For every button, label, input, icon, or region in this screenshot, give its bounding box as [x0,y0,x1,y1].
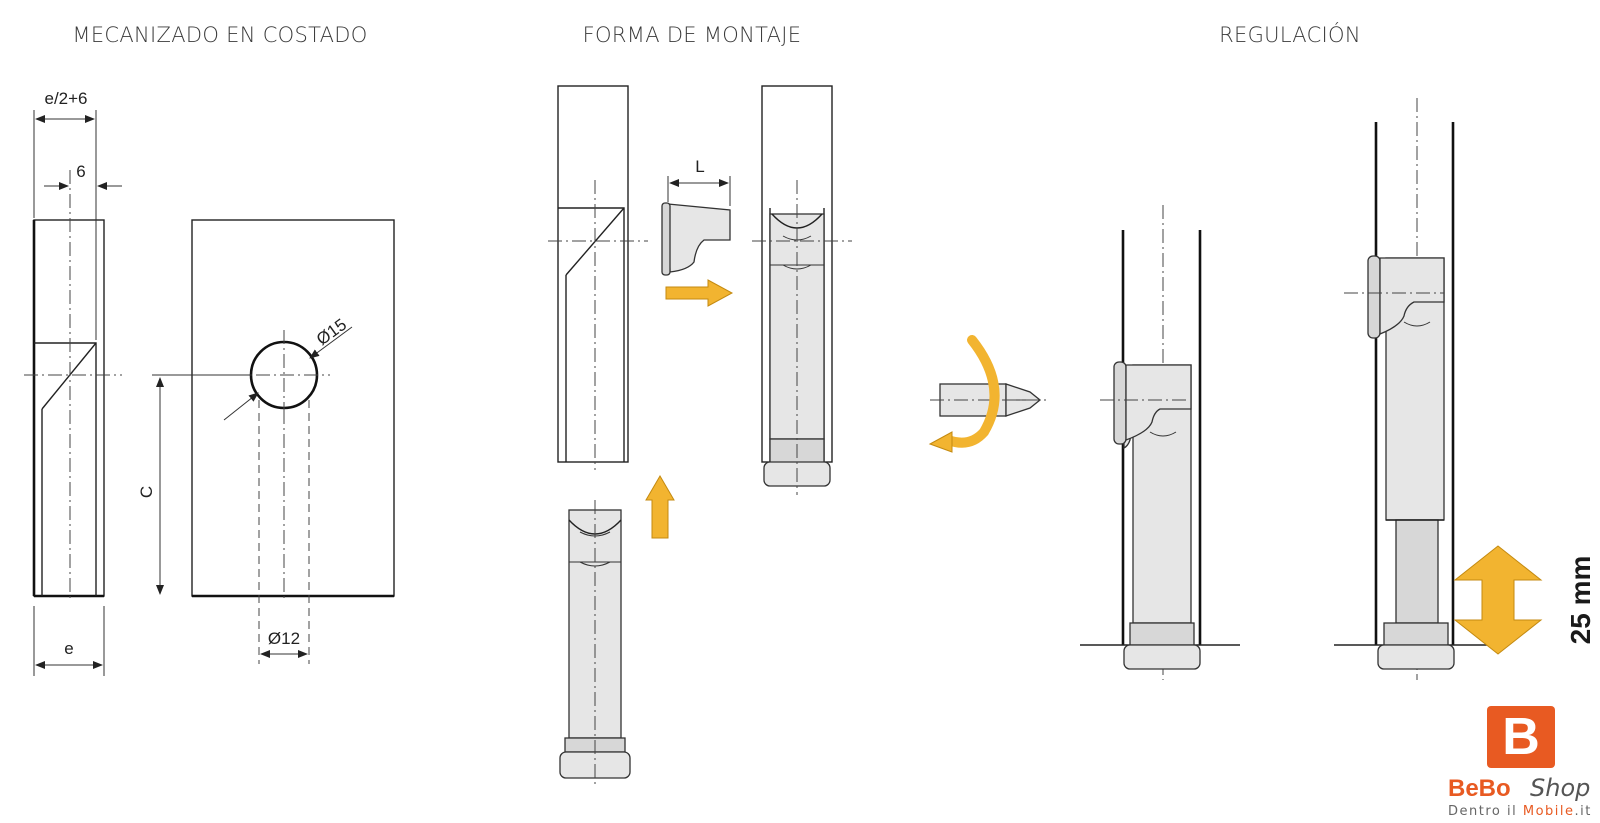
side-panel-front-view: Ø15 C Ø12 [137,219,395,664]
title-machining: MECANIZADO EN COSTADO [72,23,367,47]
title-mounting: FORMA DE MONTAJE [583,23,802,47]
leveling-foot-loose [559,500,631,785]
exposed-threaded-rod [1395,519,1439,624]
adjust-panel-low [1080,205,1240,680]
bebo-logo-box [1487,706,1555,768]
screwdriver-icon [928,335,1046,453]
brand-name-shop: Shop [1530,774,1590,802]
dim-e: e [64,639,73,658]
dim-half-e-plus-6: e/2+6 [44,89,87,108]
dim-hole-diameter: Ø15 [313,315,350,349]
dim-six: 6 [76,162,85,181]
title-adjustment: REGULACIÓN [1219,22,1361,47]
dim-c: C [137,486,156,498]
brand-name-bebo: BeBo [1448,775,1511,802]
bebo-logo-letter: B [1502,708,1540,766]
bebo-shop-logo: B BeBo Shop Dentro il Mobile.it [1448,706,1592,819]
arrow-up-down-adjust: 25 mm [1453,545,1596,655]
tagline-part3: .it [1575,804,1592,819]
cam-fitting: L [661,157,731,276]
dim-stroke: 25 mm [1565,556,1596,645]
mount-panel-assembled [752,85,852,495]
adjust-panel-raised [1334,98,1494,680]
svg-text:Dentro il Mobile.it: Dentro il Mobile.it [1448,804,1592,819]
arrow-right-insert [665,279,734,307]
dim-bore-diameter: Ø12 [268,629,300,648]
arrow-up-insert [645,475,675,539]
mount-panel-left [548,85,648,470]
dim-length: L [695,157,704,176]
tagline-part2: Mobile [1523,804,1575,819]
tagline-part1: Dentro il [1448,804,1523,819]
side-panel-section-view: e/2+6 6 e [24,89,122,676]
